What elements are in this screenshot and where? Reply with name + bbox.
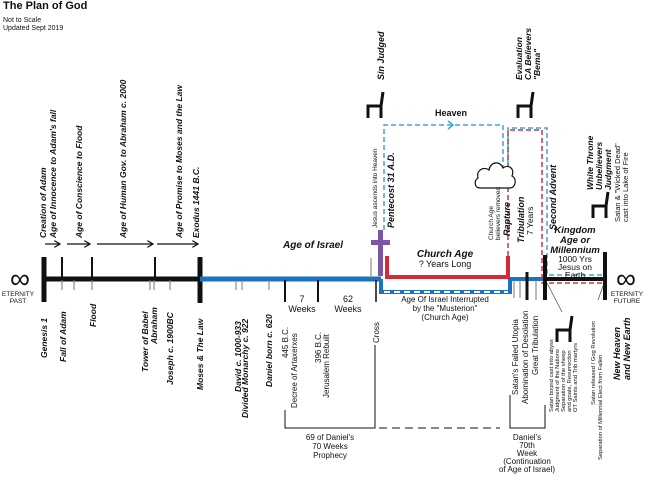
evaluation-line-3: "Bema" bbox=[532, 48, 542, 80]
infinity-future-icon: ∞ bbox=[616, 263, 636, 294]
weeks7-number: 7 bbox=[299, 294, 304, 304]
millennium-start-1: Satan bound cast into abyss bbox=[549, 339, 555, 412]
age-label-promise: Age of Promise to Moses and the Law bbox=[174, 84, 184, 239]
judgment-seat-icon bbox=[366, 91, 385, 118]
daniel70-line-1: Daniel's bbox=[513, 433, 541, 442]
interrupted-line-2: by the "Musterion" bbox=[413, 304, 478, 313]
rapture-label: Rapture bbox=[502, 202, 512, 236]
age-label-human-gov: Age of Human Gov. to Abraham c. 2000 bbox=[118, 79, 128, 239]
ascends-label: Jesus ascends into Heaven bbox=[372, 148, 379, 228]
event-tower-of-babel: Tower of Babel bbox=[140, 311, 150, 372]
kingdom-title-1: Kingdom bbox=[554, 225, 596, 236]
white-throne-2: Unbelievers bbox=[594, 142, 604, 190]
white-throne-seat-icon bbox=[591, 191, 610, 218]
evaluation-line-2: CA Believers bbox=[523, 28, 533, 80]
white-throne-3: Judgment bbox=[603, 148, 613, 190]
interrupted-line-1: Age Of Israel Interrupted bbox=[401, 295, 489, 304]
event-396bc: 396 B.C. bbox=[314, 332, 323, 363]
trib-item-utopia: Satan's Failed Utopia bbox=[511, 319, 520, 395]
kingdom-desc-3: Earth bbox=[565, 270, 586, 280]
bema-seat-icon bbox=[516, 91, 535, 118]
event-divided-monarchy: Divided Monarchy c. 922 bbox=[240, 319, 250, 418]
cloud-icon bbox=[474, 162, 516, 189]
nations-judgment-seat-icon bbox=[555, 315, 574, 342]
eternity-past-label-2: PAST bbox=[10, 298, 27, 305]
white-throne-1: White Throne bbox=[585, 135, 595, 190]
tribulation-label: Tribulation bbox=[516, 196, 526, 243]
event-daniel-born: Daniel born c. 620 bbox=[264, 314, 274, 387]
event-joseph: Joseph c. 1900BC bbox=[165, 311, 175, 385]
heaven-label: Heaven bbox=[435, 108, 467, 118]
millennium-end-1: Satan released / Gog Revolution bbox=[591, 321, 597, 405]
evaluation-line-1: Evaluation bbox=[514, 37, 524, 80]
new-heaven-1: New Heaven bbox=[612, 326, 622, 380]
millennium-start-4: and goats, Resurrection bbox=[567, 350, 573, 412]
church-age-duration: ? Years Long bbox=[419, 259, 472, 269]
event-jerusalem-rebuilt: Jerusalem Rebuilt bbox=[322, 333, 331, 398]
prophecy-line-2: 70 Weeks bbox=[312, 442, 347, 451]
event-abraham: Abraham bbox=[149, 307, 159, 345]
trib-item-great-trib: Great Tribulation bbox=[531, 316, 540, 375]
prophecy-line-1: 69 of Daniel's bbox=[306, 433, 354, 442]
daniel70-line-2: 70th bbox=[519, 441, 535, 450]
sin-judged-label: Sin Judged bbox=[376, 31, 386, 80]
eternity-past-label-1: ETERNITY bbox=[2, 291, 35, 298]
age-label-creation: Creation of Adam bbox=[38, 167, 48, 238]
event-cross: Cross bbox=[372, 322, 381, 343]
kingdom-desc-1: 1000 Yrs bbox=[558, 254, 592, 264]
new-heaven-2: and New Earth bbox=[622, 317, 632, 380]
prophecy-line-3: Prophecy bbox=[313, 451, 347, 460]
millennium-start-2: Judgment of the Nations bbox=[555, 349, 561, 412]
event-fall-of-adam: Fall of Adam bbox=[58, 311, 68, 362]
daniel70-line-5: of Age of Israel) bbox=[499, 465, 555, 474]
tribulation-years: 7 Years bbox=[525, 207, 535, 235]
note-not-to-scale: Not to Scale bbox=[3, 17, 42, 24]
note-updated: Updated Sept 2019 bbox=[3, 25, 64, 32]
weeks62-label: Weeks bbox=[334, 304, 362, 314]
interrupted-line-3: (Church Age) bbox=[421, 313, 468, 322]
age-of-israel-label: Age of Israel bbox=[282, 240, 343, 251]
millennium-end-2: Separation of Millennial Elect from Fall… bbox=[598, 355, 604, 460]
age-label-conscience: Age of Conscience to Flood bbox=[74, 125, 84, 239]
believers-removed-1: Church Age bbox=[488, 206, 495, 240]
kingdom-desc-2: Jesus on bbox=[558, 262, 592, 272]
eternity-future-label-1: ETERNITY bbox=[611, 291, 644, 298]
page-title: The Plan of God bbox=[3, 0, 88, 12]
weeks7-label: Weeks bbox=[288, 304, 316, 314]
kingdom-title-3: Millennium bbox=[550, 245, 600, 256]
israel-interrupted-line bbox=[379, 277, 545, 294]
event-flood: Flood bbox=[88, 303, 98, 327]
infinity-past-icon: ∞ bbox=[10, 263, 30, 294]
eternity-future-label-2: FUTURE bbox=[614, 298, 641, 305]
cross-icon bbox=[378, 230, 383, 276]
church-age-label: Church Age bbox=[417, 249, 474, 260]
lake-of-fire-2: cast into Lake of Fire bbox=[621, 152, 630, 222]
second-advent-label: Second Advent bbox=[548, 164, 558, 230]
heaven-path bbox=[383, 124, 504, 230]
event-moses: Moses & The Law bbox=[195, 317, 205, 390]
event-decree-artaxerxes: Decree of Artaxerxes bbox=[290, 333, 299, 408]
kingdom-title-2: Age or bbox=[559, 235, 591, 246]
church-age-bracket bbox=[385, 256, 510, 279]
weeks62-number: 62 bbox=[343, 294, 353, 304]
age-label-exodus: Exodus 1441 B.C. bbox=[191, 167, 201, 238]
daniel70-line-4: (Continuation bbox=[503, 457, 551, 466]
daniel70-line-3: Week bbox=[517, 449, 538, 458]
event-genesis: Genesis 1 bbox=[39, 318, 49, 358]
event-445bc: 445 B.C. bbox=[281, 327, 290, 358]
millennium-start-3: Separation of the sheep bbox=[561, 350, 567, 412]
age-label-innocence: Age of Innocence to Adam's fall bbox=[48, 109, 58, 239]
millennium-start-5: OT Saints and Trib martyrs bbox=[573, 343, 579, 412]
believers-removed-2: believers removed bbox=[495, 187, 502, 240]
trib-item-abomination: Abomination of Desolation bbox=[521, 311, 530, 404]
event-david: David c. 1000-933 bbox=[233, 321, 243, 392]
lake-of-fire-1: Satan & "Wicked Dead" bbox=[613, 143, 622, 222]
pentecost-label: Pentecost 31 A.D. bbox=[386, 152, 396, 228]
